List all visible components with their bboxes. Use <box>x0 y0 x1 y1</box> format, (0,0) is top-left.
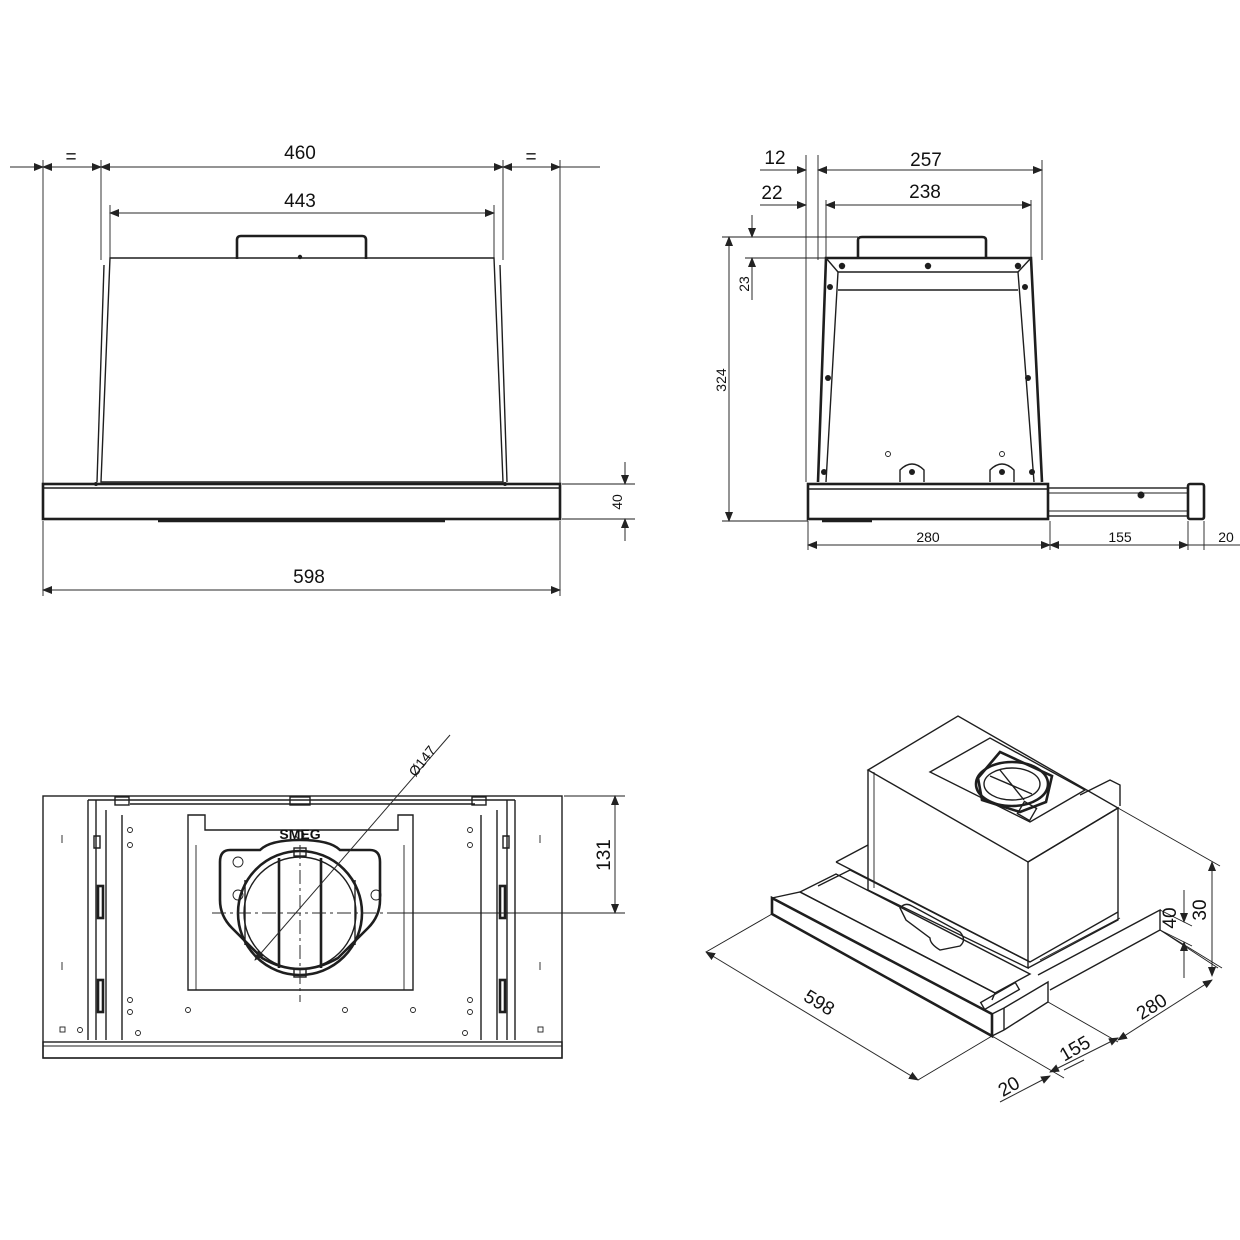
front-view: = = 460 443 40 598 <box>10 143 635 596</box>
dim-23: 23 <box>736 276 752 292</box>
dim-598: 598 <box>293 567 325 588</box>
dim-131: 131 <box>594 839 615 871</box>
dim-155: 155 <box>1108 529 1132 545</box>
dim-right-equal: = <box>525 147 536 168</box>
dim-22: 22 <box>761 183 782 204</box>
iso-dim-598: 598 <box>800 986 838 1020</box>
dim-left-equal: = <box>65 147 76 168</box>
dim-443: 443 <box>284 191 316 212</box>
iso-dim-280: 280 <box>1133 990 1171 1025</box>
smeg-logo: SMEG <box>279 826 320 842</box>
bottom-view: SMEG Ø147 131 <box>42 734 625 1059</box>
iso-dim-40: 40 <box>1160 907 1181 928</box>
dim-257: 257 <box>910 150 942 171</box>
iso-dim-20: 20 <box>995 1073 1024 1102</box>
dim-20: 20 <box>1218 529 1234 545</box>
dim-324: 324 <box>713 368 729 392</box>
iso-dim-30: 30 <box>1190 899 1211 920</box>
dim-238: 238 <box>909 182 941 203</box>
dim-280: 280 <box>916 529 940 545</box>
dim-diameter: Ø147 <box>405 742 439 779</box>
iso-dim-155: 155 <box>1056 1032 1094 1066</box>
dim-460: 460 <box>284 143 316 164</box>
dim-40: 40 <box>609 494 625 510</box>
isometric-view: 598 155 20 280 30 40 <box>705 715 1223 1103</box>
dim-12: 12 <box>764 148 785 169</box>
side-view: 12 257 22 238 23 324 <box>713 148 1240 550</box>
